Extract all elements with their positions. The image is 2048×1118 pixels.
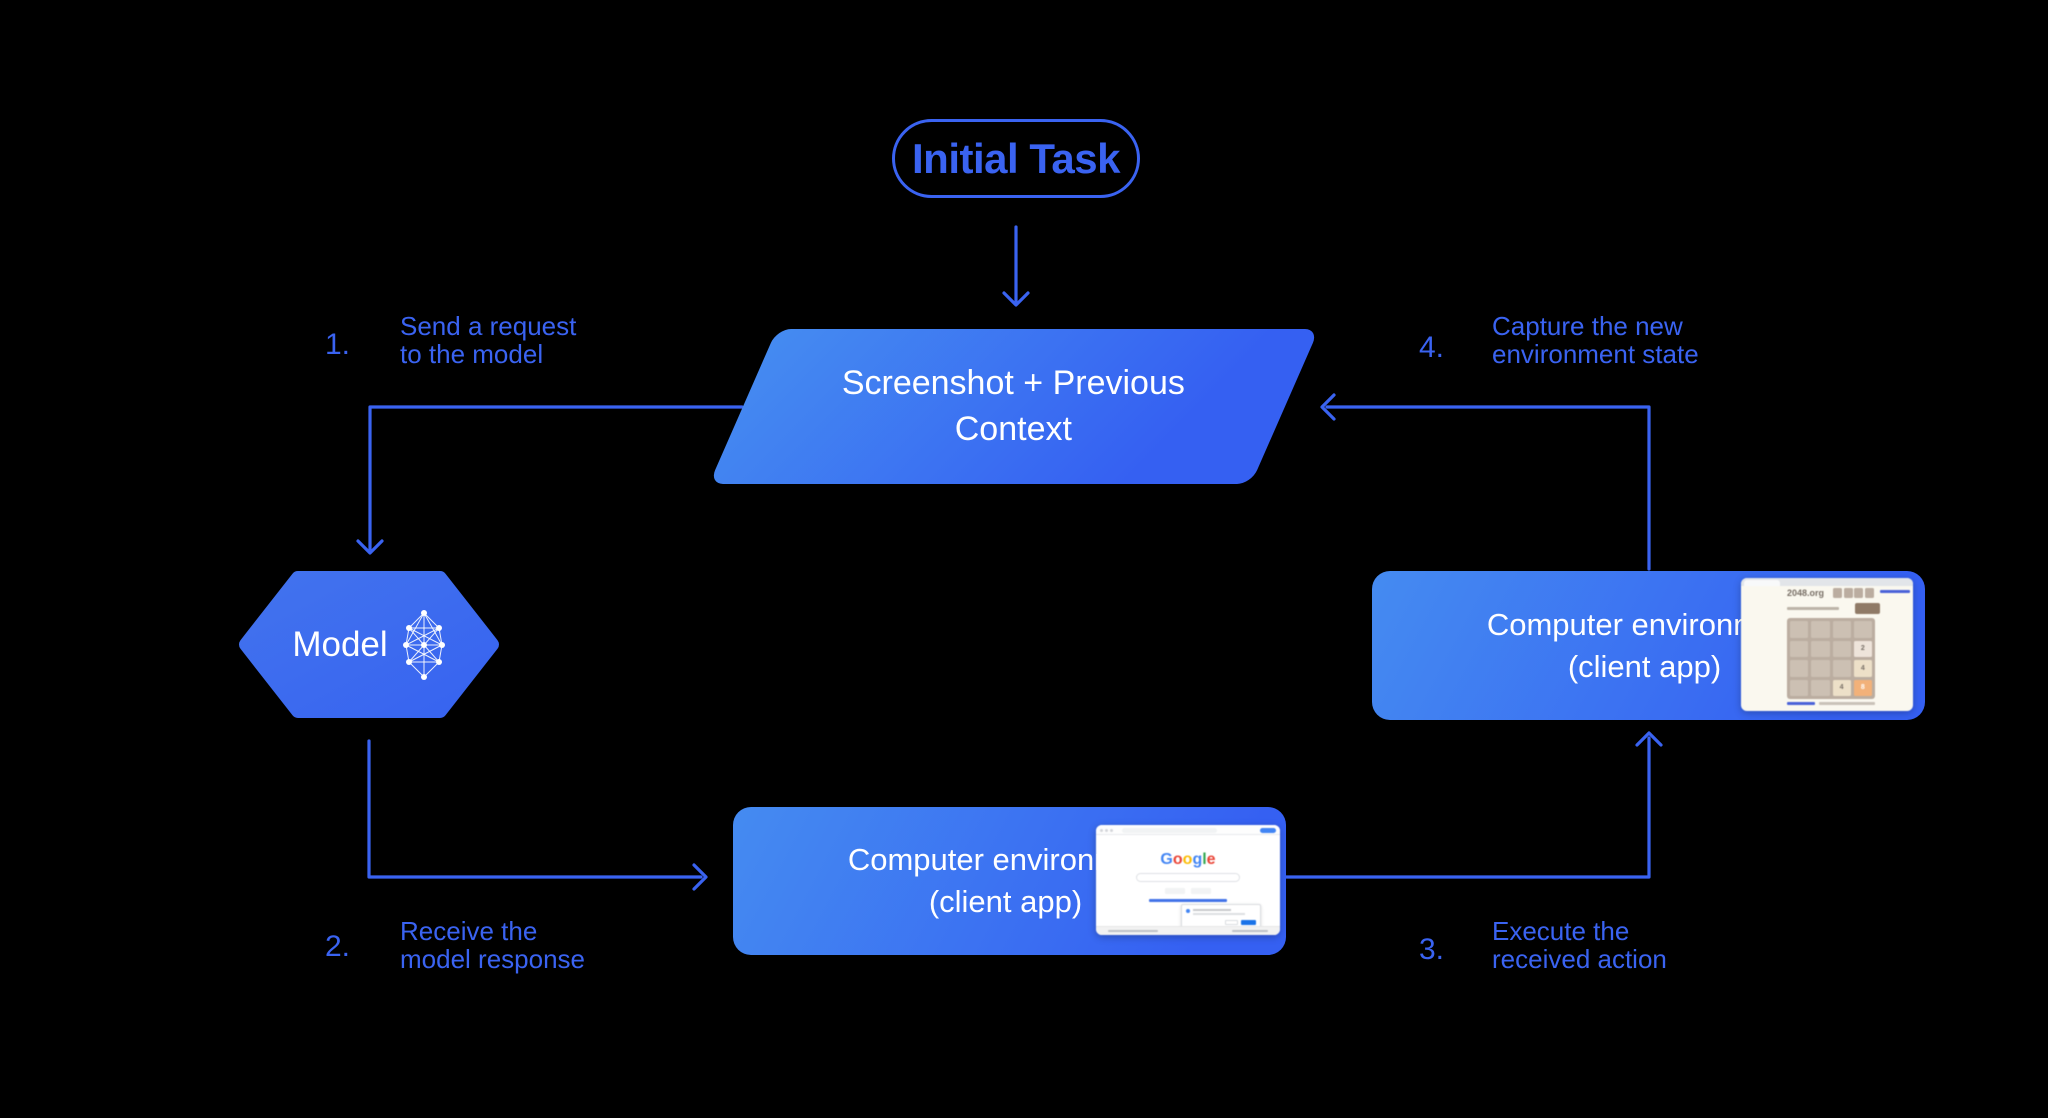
arrow-env-bottom-to-env-right: [1284, 736, 1651, 879]
env-right-node: Computer environment (client app) 2048.o…: [1372, 571, 1925, 720]
step-1-label: Send a request to the model: [400, 311, 577, 369]
step-3-label: Execute the received action: [1492, 916, 1667, 974]
browser-tab: [1744, 580, 1780, 586]
step-2-number: 2.: [325, 930, 351, 963]
env-bottom-node: Computer environment (client app) Google: [733, 807, 1286, 955]
google-offered-link: [1149, 899, 1227, 902]
grid-cell: [1811, 640, 1830, 657]
arrowhead-up-icon: [1635, 731, 1663, 747]
arrow-model-to-env-bottom: [367, 739, 703, 879]
2048-footer-link: [1787, 702, 1815, 705]
screenshot-context-node: Screenshot + Previous Context: [709, 329, 1319, 484]
grid-cell: [1811, 660, 1830, 677]
initial-task-label: Initial Task: [912, 134, 1120, 182]
window-buttons-icon: [1100, 828, 1113, 832]
2048-new-game-button: [1855, 603, 1880, 614]
2048-subtitle-text: [1787, 607, 1839, 610]
tile-2: 2: [1853, 640, 1872, 657]
2048-score-boxes: [1833, 588, 1874, 598]
grid-cell: [1790, 660, 1809, 677]
google-g-icon: [1186, 909, 1190, 913]
grid-cell: [1832, 640, 1851, 657]
grid-cell: [1853, 621, 1872, 638]
2048-site-title: 2048.org: [1787, 588, 1825, 598]
hexagon-shape: [239, 571, 499, 718]
grid-cell: [1832, 621, 1851, 638]
google-search-bar: [1136, 873, 1240, 882]
browser-tab-strip: [1741, 578, 1913, 586]
grid-cell: [1790, 679, 1809, 696]
model-label: Model: [292, 624, 388, 664]
2048-footer-text: [1819, 702, 1875, 705]
arrowhead-right-icon: [692, 863, 708, 891]
model-node: Model: [238, 571, 500, 718]
arrowhead-down-icon: [356, 539, 384, 555]
arrow-env-right-to-context: [1325, 405, 1651, 571]
tile-8: 8: [1853, 679, 1872, 696]
google-search-buttons: [1096, 888, 1280, 894]
grid-cell: [1790, 640, 1809, 657]
arrowhead-down-icon: [1002, 291, 1030, 307]
dialog-primary-button: [1241, 919, 1256, 925]
url-bar: [1122, 827, 1217, 833]
grid-cell: [1811, 679, 1830, 696]
screenshot-context-label: Screenshot + Previous Context: [842, 363, 1186, 448]
step-1-number: 1.: [325, 328, 351, 361]
grid-cell: [1790, 621, 1809, 638]
initial-task-node: Initial Task: [892, 119, 1140, 198]
sign-in-button: [1260, 827, 1276, 833]
browser-toolbar: [1096, 825, 1280, 835]
arrow-context-to-model: [368, 405, 744, 551]
google-footer: [1096, 926, 1280, 935]
2048-top-link: [1880, 590, 1910, 593]
step-3-number: 3.: [1419, 933, 1445, 966]
grid-cell: [1832, 660, 1851, 677]
dialog-secondary-button: [1225, 920, 1238, 925]
tile-4: 4: [1853, 660, 1872, 677]
google-logo: Google: [1160, 851, 1216, 868]
grid-cell: [1811, 621, 1830, 638]
step-4-number: 4.: [1419, 331, 1445, 364]
neural-network-icon: [402, 609, 445, 680]
arrowhead-left-icon: [1320, 393, 1336, 421]
step-4-label: Capture the new environment state: [1492, 311, 1699, 369]
mini-screenshot-google: Google: [1096, 825, 1280, 935]
tile-4: 4: [1832, 679, 1851, 696]
step-2-label: Receive the model response: [400, 916, 585, 974]
